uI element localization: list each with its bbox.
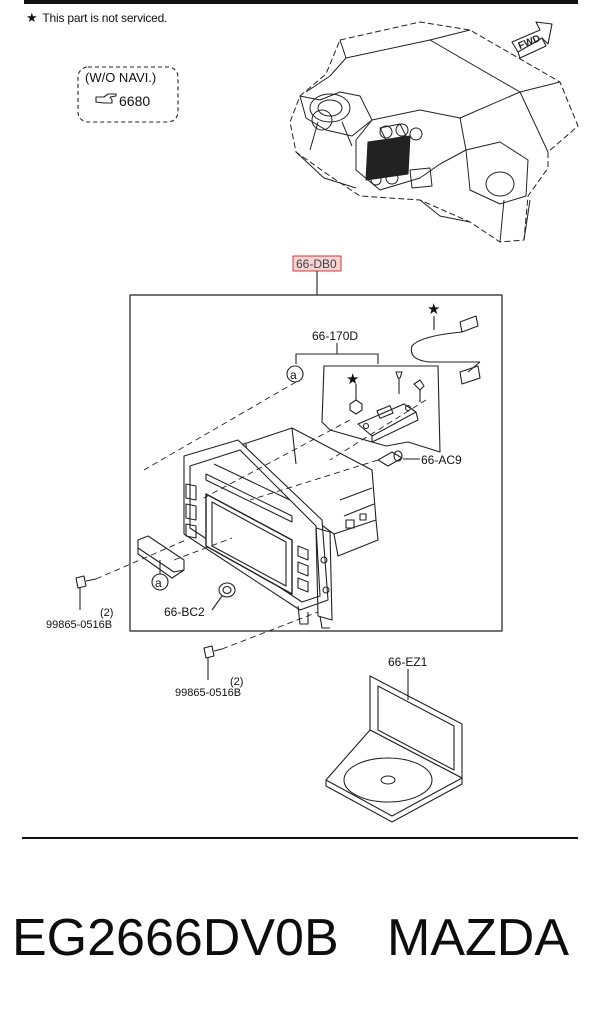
wo-navi-title: (W/O NAVI.) xyxy=(85,70,156,85)
screw-bottom-part-number: 99865-0516B xyxy=(175,687,241,699)
top-rule xyxy=(24,0,578,4)
callout-a-label: a xyxy=(290,368,297,382)
screw-left-icon xyxy=(75,575,97,610)
assembly-frame xyxy=(129,294,503,632)
note-text: This part is not serviced. xyxy=(42,11,168,25)
pointing-hand-icon xyxy=(95,93,117,104)
star-icon: ★ xyxy=(26,10,38,25)
alignment-lines xyxy=(95,381,427,650)
callout-a-circle xyxy=(286,365,304,383)
disc-case-illustration xyxy=(325,669,463,823)
fwd-arrow-icon: FWD xyxy=(511,21,553,59)
knob-part-number: 66-BC2 xyxy=(164,605,205,619)
cable-star-icon: ★ xyxy=(427,301,440,318)
connector-part xyxy=(377,450,420,467)
bracket-kit-part-number: 66-170D xyxy=(312,329,358,343)
screw-left-qty: (2) xyxy=(100,607,113,619)
trim-piece xyxy=(137,535,185,579)
mounting-bracket xyxy=(357,403,419,443)
footer-brand: MAZDA xyxy=(387,909,569,967)
not-serviced-note: ★ This part is not serviced. xyxy=(26,10,167,26)
exploded-diagram: FWD xyxy=(22,21,579,839)
disc-part-number: 66-EZ1 xyxy=(388,655,428,669)
knob-part xyxy=(211,582,236,611)
wo-navi-box xyxy=(77,66,179,123)
wire-harness xyxy=(410,315,481,385)
dashboard-illustration xyxy=(289,21,579,243)
footer-part-code: EG2666DV0B xyxy=(12,909,339,967)
nut-icon xyxy=(349,384,363,415)
screw-left-part-number: 99865-0516B xyxy=(46,619,112,631)
assembly-part-number: 66-DB0 xyxy=(296,257,337,271)
screw-icon xyxy=(395,371,425,402)
screw-bottom-icon xyxy=(203,645,223,680)
not-serviced-star-icon: ★ xyxy=(346,371,359,388)
screw-bottom-qty: (2) xyxy=(230,676,243,688)
navigation-head-unit xyxy=(183,427,379,629)
part-footer: EG2666DV0B MAZDA xyxy=(12,898,592,978)
callout-a-label-2: a xyxy=(155,576,162,590)
wo-navi-ref: 6680 xyxy=(119,93,150,109)
connector-part-number: 66-AC9 xyxy=(421,453,462,467)
